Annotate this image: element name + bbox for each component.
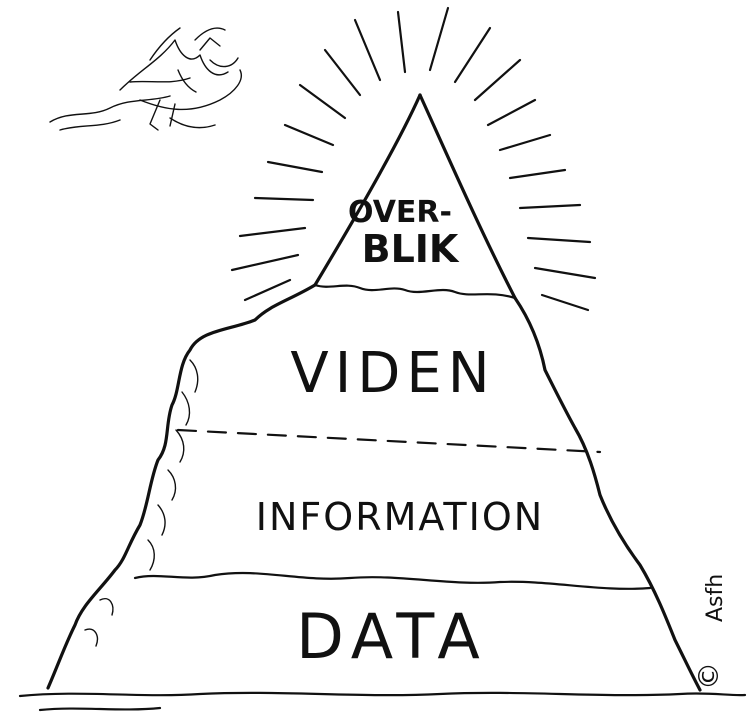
overblik-label-line1: OVER- [348,195,452,230]
bird-icon [49,27,242,131]
ground-line [18,691,747,712]
information-label: INFORMATION [256,495,544,539]
artist-signature: Asfh [703,574,728,622]
layer-dividers [133,283,652,590]
level-overblik: OVER- BLIK [348,195,460,271]
viden-label: VIDEN [290,341,495,406]
copyright-mark: © Asfh [692,574,728,690]
data-label: DATA [296,600,488,673]
overblik-label-line2: BLIK [362,227,460,271]
pyramid-outline [46,93,702,692]
radiant-rays-icon [230,6,597,312]
slope-shading [84,359,199,647]
copyright-symbol: © [692,662,725,690]
